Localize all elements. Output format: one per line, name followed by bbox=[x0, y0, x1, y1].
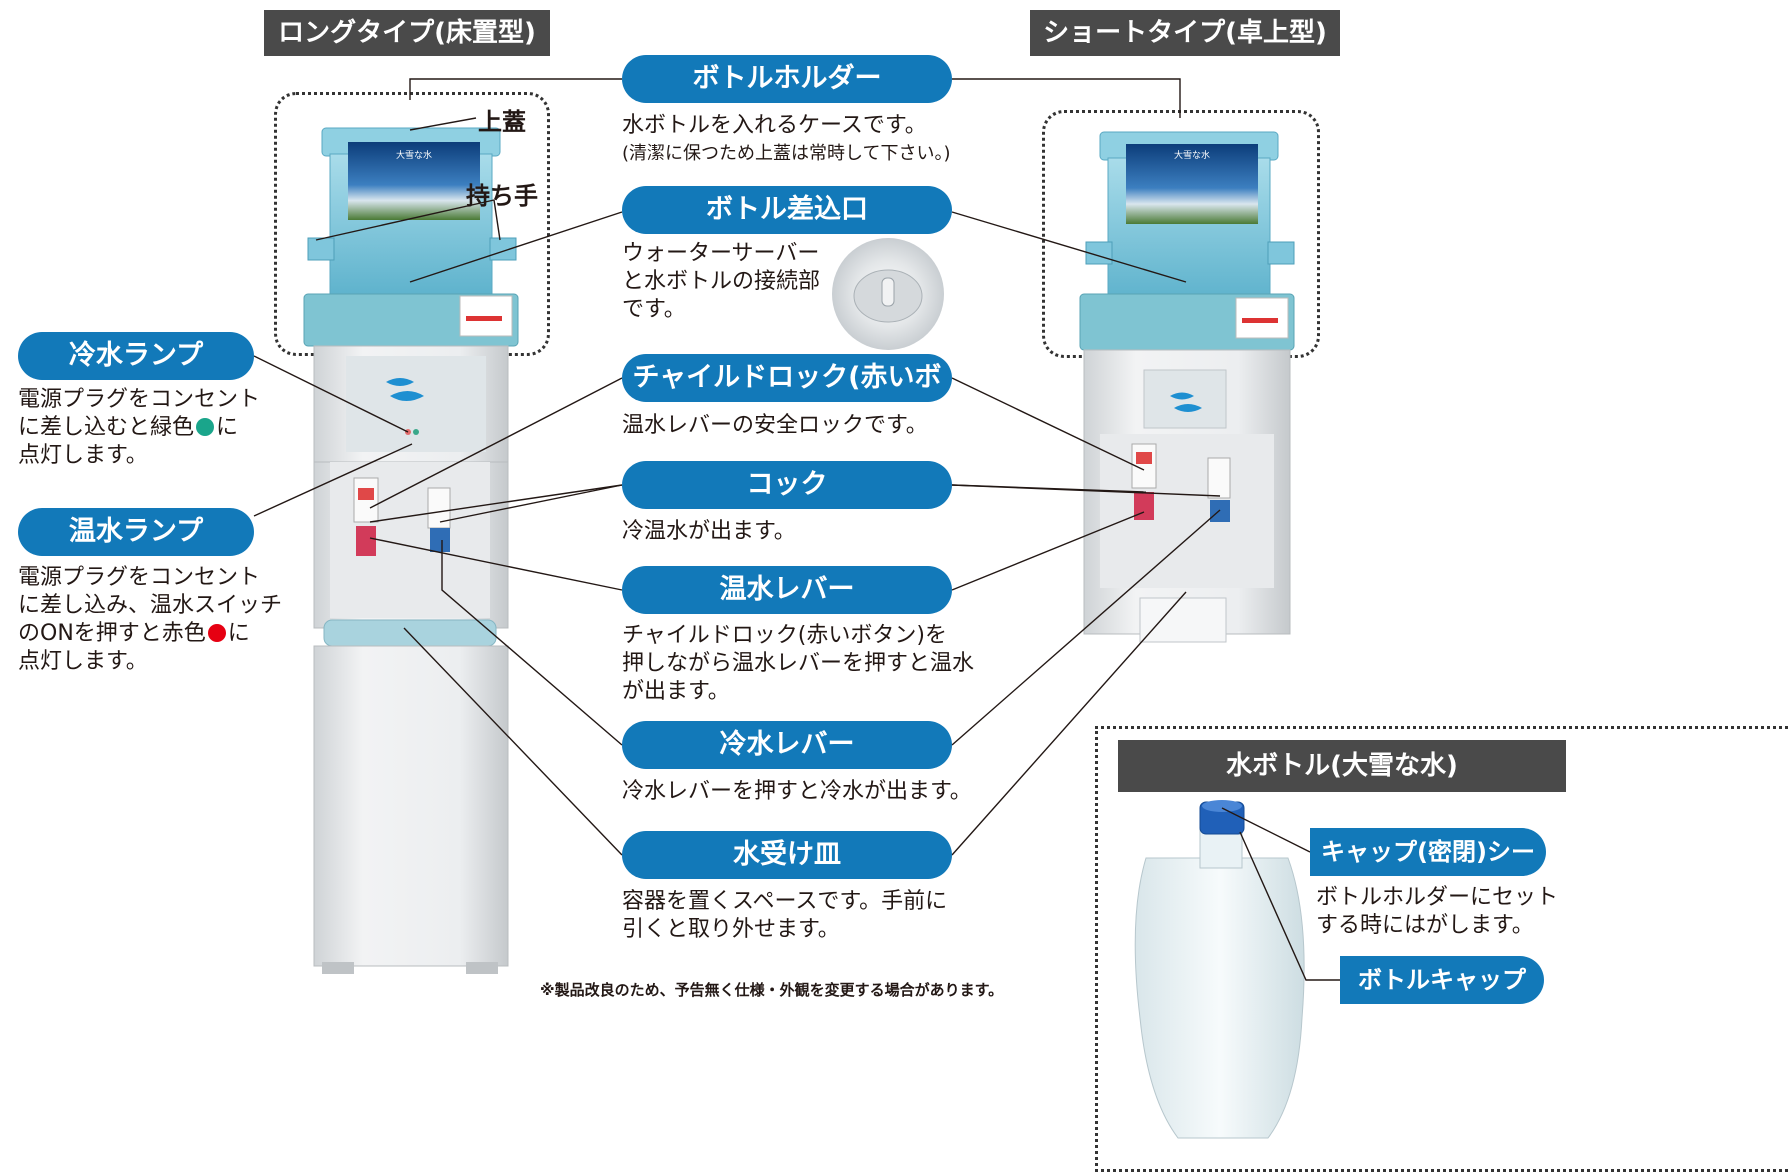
bottle-inlet-photo bbox=[832, 238, 944, 350]
bottle-holder-desc: 水ボトルを入れるケースです。 bbox=[622, 113, 927, 138]
hot-lever-label: 温水レバー bbox=[622, 566, 952, 614]
cold-lamp-desc-3: 点灯します。 bbox=[18, 443, 148, 468]
line-cock-long-a bbox=[369, 484, 623, 523]
hot-lamp-desc-4: 点灯します。 bbox=[18, 649, 148, 674]
svg-text:大雪な水: 大雪な水 bbox=[396, 149, 432, 161]
long-type-header: ロングタイプ(床置型) bbox=[264, 10, 550, 56]
bottle-inlet-label: ボトル差込口 bbox=[622, 186, 952, 234]
cock-label: コック bbox=[622, 461, 952, 509]
line-cold-lever-long bbox=[441, 540, 623, 746]
hot-lamp-desc-1: 電源プラグをコンセント bbox=[18, 565, 261, 590]
hot-lamp-desc-3a: のONを押すと赤色 bbox=[18, 621, 206, 646]
hot-lamp-label: 温水ランプ bbox=[18, 508, 254, 556]
line-hot-lamp bbox=[253, 443, 413, 517]
handle-callout: 持ち手 bbox=[466, 182, 538, 210]
hot-lamp-desc-2: に差し込み、温水スイッチ bbox=[18, 593, 283, 618]
cap-seal-desc-2: する時にはがします。 bbox=[1316, 913, 1534, 938]
cock-desc: 冷温水が出ます。 bbox=[622, 519, 796, 544]
line-cock-short-b bbox=[951, 484, 1221, 497]
line-inlet-short bbox=[951, 211, 1187, 283]
cold-lever-desc: 冷水レバーを押すと冷水が出ます。 bbox=[622, 779, 972, 804]
line-hot-lever-short bbox=[951, 511, 1145, 591]
cold-lamp-desc-2: に差し込むと緑色に bbox=[18, 412, 238, 444]
drip-tray-desc-2: 引くと取り外せます。 bbox=[622, 917, 840, 942]
cap-seal-label: キャップ(密閉)シール bbox=[1310, 828, 1546, 914]
hot-lamp-desc-3b: に bbox=[227, 621, 250, 646]
cold-lamp-desc-1: 電源プラグをコンセント bbox=[18, 387, 261, 412]
line-drip-tray-long bbox=[403, 627, 623, 856]
drip-tray-label: 水受け皿 bbox=[622, 831, 952, 879]
water-bottle-photo bbox=[1134, 800, 1305, 1139]
line-cap-seal bbox=[1221, 807, 1311, 853]
line-cock-long-b bbox=[439, 484, 623, 523]
line-hot-lever-long bbox=[369, 537, 623, 591]
bottle-holder-note: (清潔に保つため上蓋は常時して下さい。) bbox=[622, 143, 951, 164]
bottle-inlet-desc-1: ウォーターサーバー bbox=[622, 241, 820, 266]
red-lamp-dot bbox=[207, 624, 226, 642]
cold-lamp-desc-2b: に bbox=[216, 415, 239, 440]
line-bottle-holder-long bbox=[409, 78, 622, 100]
line-child-lock-short bbox=[951, 377, 1145, 471]
bottle-inlet-desc-3: です。 bbox=[622, 297, 686, 322]
hot-lamp-desc-3: のONを押すと赤色に bbox=[18, 618, 250, 650]
top-lid-callout: 上蓋 bbox=[478, 108, 526, 136]
cold-lamp-label: 冷水ランプ bbox=[18, 332, 254, 380]
line-cold-lever-short bbox=[951, 509, 1221, 746]
child-lock-label: チャイルドロック(赤いボタン) bbox=[622, 354, 952, 441]
bottle-inlet-desc-2: と水ボトルの接続部 bbox=[622, 269, 821, 294]
drip-tray-desc-1: 容器を置くスペースです。手前に bbox=[622, 889, 948, 914]
hot-lever-desc-3: が出ます。 bbox=[622, 679, 730, 704]
line-top-lid bbox=[409, 117, 477, 131]
long-water-server: 大雪な水 bbox=[303, 127, 519, 974]
water-bottle-header: 水ボトル(大雪な水) bbox=[1118, 740, 1566, 792]
green-lamp-dot bbox=[196, 418, 215, 436]
bottle-holder-label: ボトルホルダー bbox=[622, 55, 952, 103]
cold-lever-label: 冷水レバー bbox=[622, 721, 952, 769]
hot-lever-desc-2: 押しながら温水レバーを押すと温水 bbox=[622, 651, 975, 676]
bottle-cap-label: ボトルキャップ bbox=[1340, 956, 1544, 1004]
footnote: ※製品改良のため、予告無く仕様・外観を変更する場合があります。 bbox=[540, 981, 1004, 999]
line-child-lock-long bbox=[369, 377, 623, 509]
line-inlet-long bbox=[409, 211, 623, 283]
child-lock-desc: 温水レバーの安全ロックです。 bbox=[622, 413, 928, 438]
cold-lamp-desc-2a: に差し込むと緑色 bbox=[18, 415, 195, 440]
hot-lever-desc-1: チャイルドロック(赤いボタン)を bbox=[622, 623, 947, 648]
cap-seal-desc-1: ボトルホルダーにセット bbox=[1316, 885, 1559, 910]
line-cold-lamp bbox=[253, 355, 409, 433]
short-type-header: ショートタイプ(卓上型) bbox=[1030, 10, 1340, 56]
line-handle-left bbox=[315, 199, 495, 241]
line-bottle-holder-short bbox=[952, 78, 1181, 118]
line-bottle-cap bbox=[1239, 831, 1340, 981]
svg-text:大雪な水: 大雪な水 bbox=[1174, 149, 1210, 161]
line-handle-right bbox=[493, 199, 501, 241]
line-drip-tray-short bbox=[951, 591, 1187, 856]
